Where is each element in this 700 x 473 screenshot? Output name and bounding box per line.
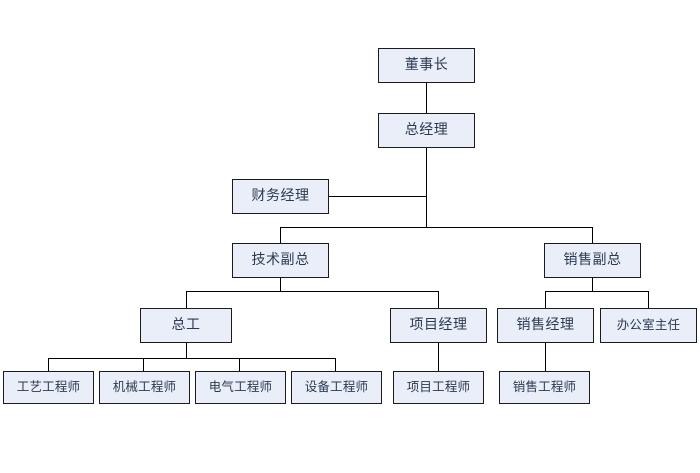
connector-vp-branch-bar	[280, 227, 593, 228]
connector-branch-to-tech-vp	[280, 227, 281, 243]
node-equipment-engineer[interactable]: 设备工程师	[291, 371, 382, 404]
node-office-director[interactable]: 办公室主任	[600, 308, 697, 343]
connector-chairman-to-general-manager	[426, 83, 427, 113]
connector-general-manager-spine	[426, 148, 427, 228]
node-electrical-engineer[interactable]: 电气工程师	[195, 371, 286, 404]
connector-chief-engineer-stub	[186, 343, 187, 358]
node-sales-manager[interactable]: 销售经理	[497, 308, 594, 343]
connector-to-office-director	[648, 291, 649, 308]
connector-tech-vp-stub	[280, 278, 281, 292]
node-sales-engineer[interactable]: 销售工程师	[499, 371, 590, 404]
connector-tech-vp-children-bar	[186, 291, 439, 292]
node-project-manager[interactable]: 项目经理	[390, 308, 487, 343]
node-general-manager[interactable]: 总经理	[378, 113, 475, 148]
node-chairman[interactable]: 董事长	[378, 48, 475, 83]
connector-sales-vp-children-bar	[545, 291, 648, 292]
connector-to-chief-engineer	[186, 291, 187, 308]
connector-to-electrical-engineer	[239, 358, 240, 371]
connector-sales-manager-to-sales-engineer	[545, 343, 546, 371]
connector-to-project-manager	[438, 291, 439, 308]
connector-to-process-engineer	[48, 358, 49, 371]
node-process-engineer[interactable]: 工艺工程师	[3, 371, 94, 404]
node-finance-manager[interactable]: 财务经理	[232, 179, 329, 214]
connector-sales-vp-stub	[592, 278, 593, 292]
connector-to-sales-manager	[545, 291, 546, 308]
node-project-engineer[interactable]: 项目工程师	[393, 371, 484, 404]
node-tech-vp[interactable]: 技术副总	[232, 243, 329, 278]
connector-to-equipment-engineer	[335, 358, 336, 371]
connector-chief-engineer-children-bar	[48, 358, 335, 359]
connector-general-manager-to-finance-manager	[329, 196, 427, 197]
connector-to-mechanical-engineer	[143, 358, 144, 371]
connector-branch-to-sales-vp	[592, 227, 593, 243]
node-sales-vp[interactable]: 销售副总	[544, 243, 641, 278]
connector-project-manager-to-project-engineer	[438, 343, 439, 371]
node-mechanical-engineer[interactable]: 机械工程师	[99, 371, 190, 404]
node-chief-engineer[interactable]: 总工	[140, 308, 232, 343]
